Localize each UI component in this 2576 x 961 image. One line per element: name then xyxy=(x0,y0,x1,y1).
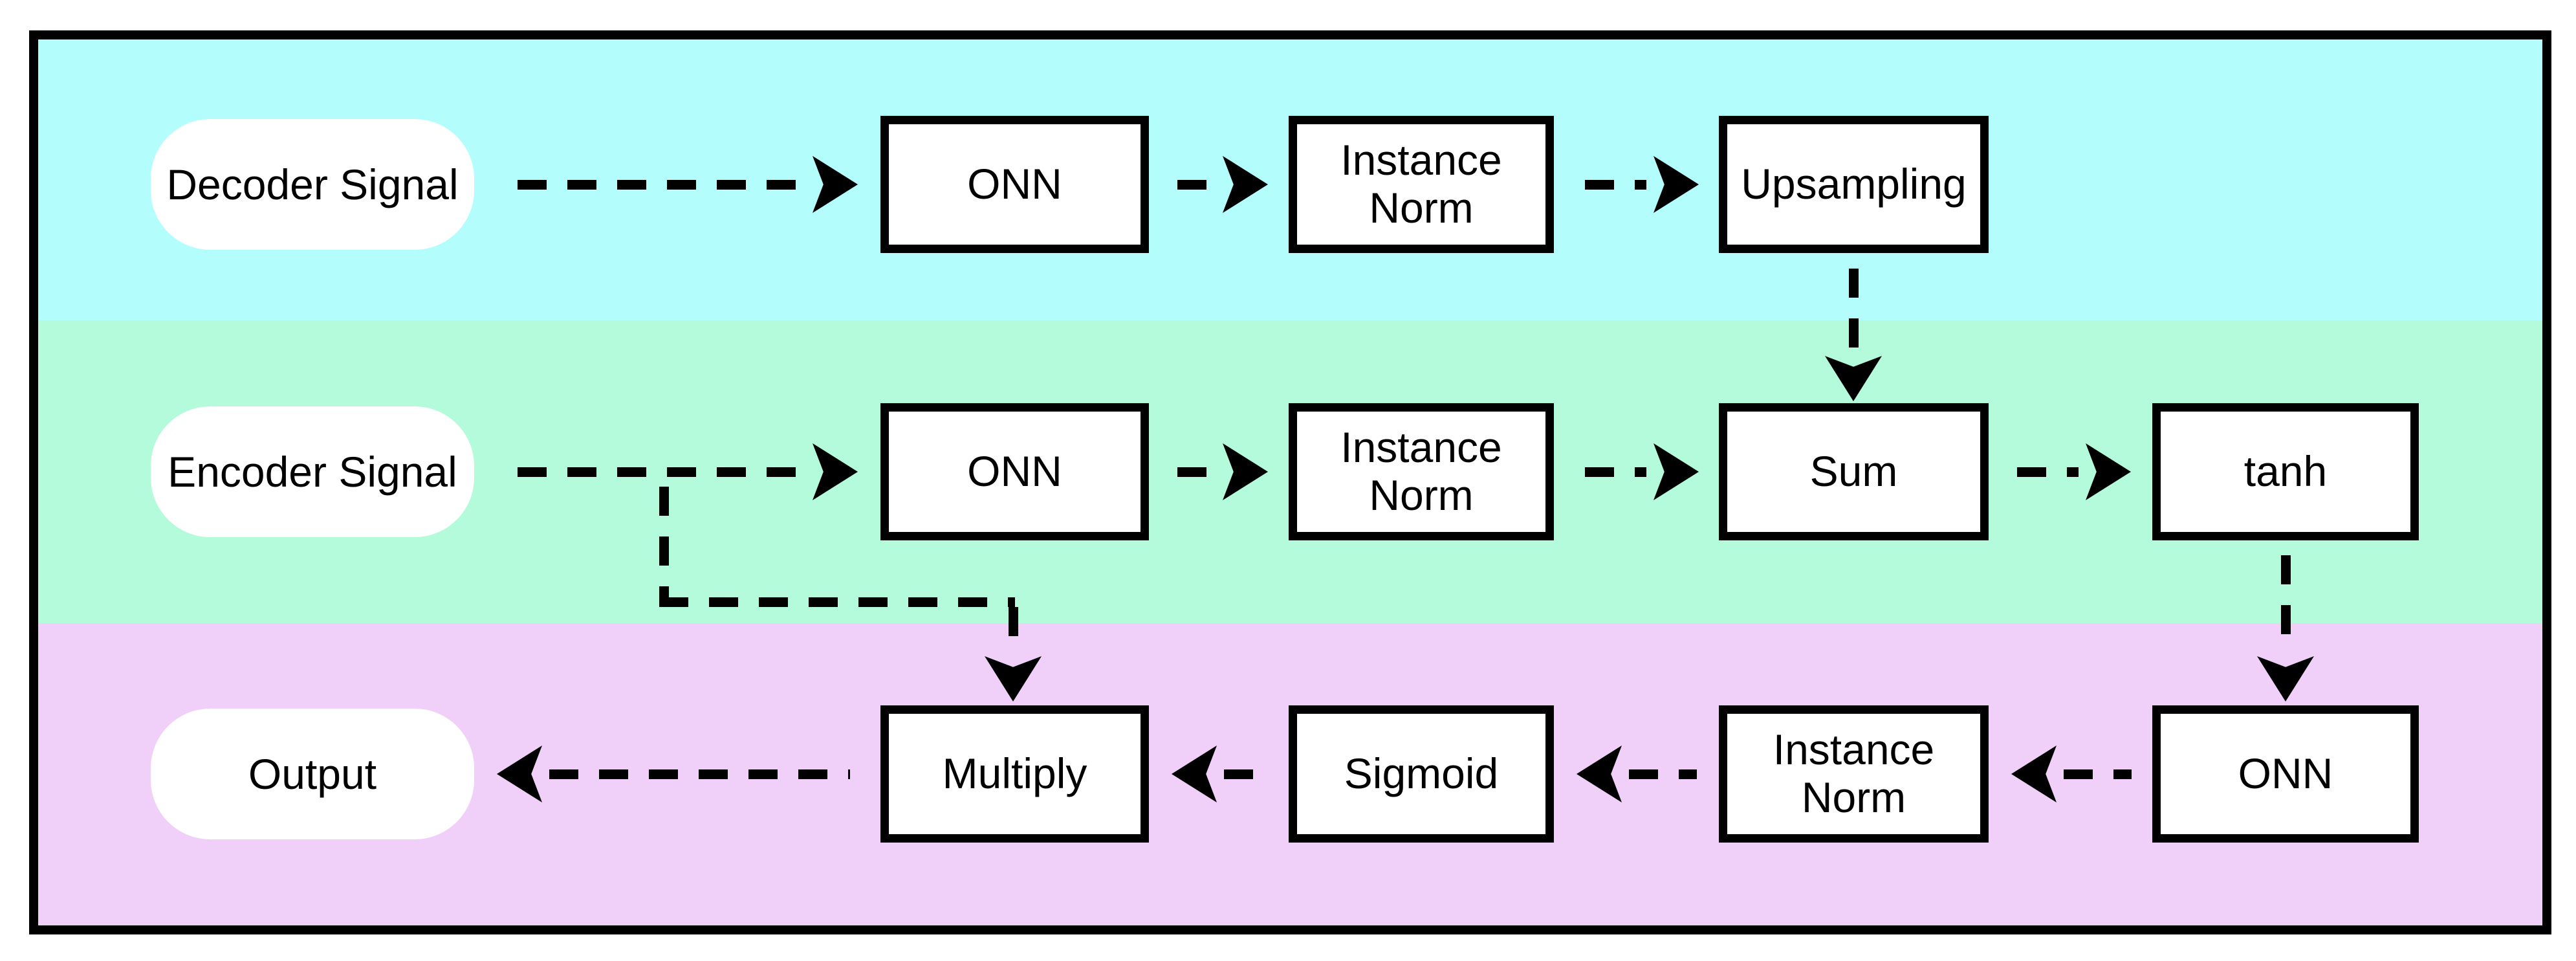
arrow-instance-norm-to-sum-shaft xyxy=(1585,467,1646,477)
arrow-encoder-onn-to-instance-norm-shaft xyxy=(1177,467,1216,477)
node-label: tanh xyxy=(2243,447,2328,496)
node-label: ONN xyxy=(967,160,1062,208)
arrow-onn-to-instance-norm-shaft xyxy=(2064,769,2132,779)
sigmoid-node: Sigmoid xyxy=(1289,705,1554,843)
arrow-encoder-signal-to-onn-shaft xyxy=(518,467,802,477)
node-label: Multiply xyxy=(942,749,1087,798)
decoder-instance-norm-node: Instance Norm xyxy=(1289,116,1554,253)
arrow-sum-to-tanh-shaft xyxy=(2017,467,2079,477)
decoder-signal-label: Decoder Signal xyxy=(166,160,459,208)
output-label: Output xyxy=(248,750,377,798)
node-label: ONN xyxy=(967,447,1062,496)
encoder-signal-pill: Encoder Signal xyxy=(151,406,474,537)
node-label: Instance Norm xyxy=(1340,136,1502,232)
decoder-signal-pill: Decoder Signal xyxy=(151,119,474,250)
decoder-onn-node: ONN xyxy=(880,116,1149,253)
tanh-node: tanh xyxy=(2152,403,2419,540)
arrow-upsampling-to-sum-shaft xyxy=(1849,269,1859,353)
encoder-onn-node: ONN xyxy=(880,403,1149,540)
node-label: Upsampling xyxy=(1741,160,1967,208)
output-onn-node: ONN xyxy=(2152,705,2419,843)
node-label: ONN xyxy=(2238,749,2333,798)
arrow-multiply-to-output-shaft xyxy=(549,769,850,779)
arrow-sigmoid-to-multiply-shaft xyxy=(1224,769,1266,779)
arrow-decoder-signal-to-onn-shaft xyxy=(518,180,802,190)
node-label: Sum xyxy=(1809,447,1898,496)
node-label: Instance Norm xyxy=(1340,423,1502,519)
branch-encoder-to-multiply-drop-shaft xyxy=(1009,607,1018,647)
arrow-tanh-to-onn-shaft xyxy=(2281,555,2291,643)
node-label: Instance Norm xyxy=(1773,725,1935,821)
branch-encoder-to-multiply-vertical-shaft xyxy=(659,487,669,602)
arrow-instance-norm-to-sigmoid-shaft xyxy=(1629,769,1697,779)
branch-encoder-to-multiply-horizontal-shaft xyxy=(659,597,1015,607)
upsampling-node: Upsampling xyxy=(1719,116,1989,253)
output-instance-norm-node: Instance Norm xyxy=(1719,705,1989,843)
arrow-decoder-onn-to-instance-norm-shaft xyxy=(1177,180,1216,190)
encoder-signal-label: Encoder Signal xyxy=(168,448,457,496)
encoder-instance-norm-node: Instance Norm xyxy=(1289,403,1554,540)
node-label: Sigmoid xyxy=(1344,749,1499,798)
arrow-instance-norm-to-upsampling-shaft xyxy=(1585,180,1646,190)
sum-node: Sum xyxy=(1719,403,1989,540)
output-pill: Output xyxy=(151,709,474,839)
multiply-node: Multiply xyxy=(880,705,1149,843)
